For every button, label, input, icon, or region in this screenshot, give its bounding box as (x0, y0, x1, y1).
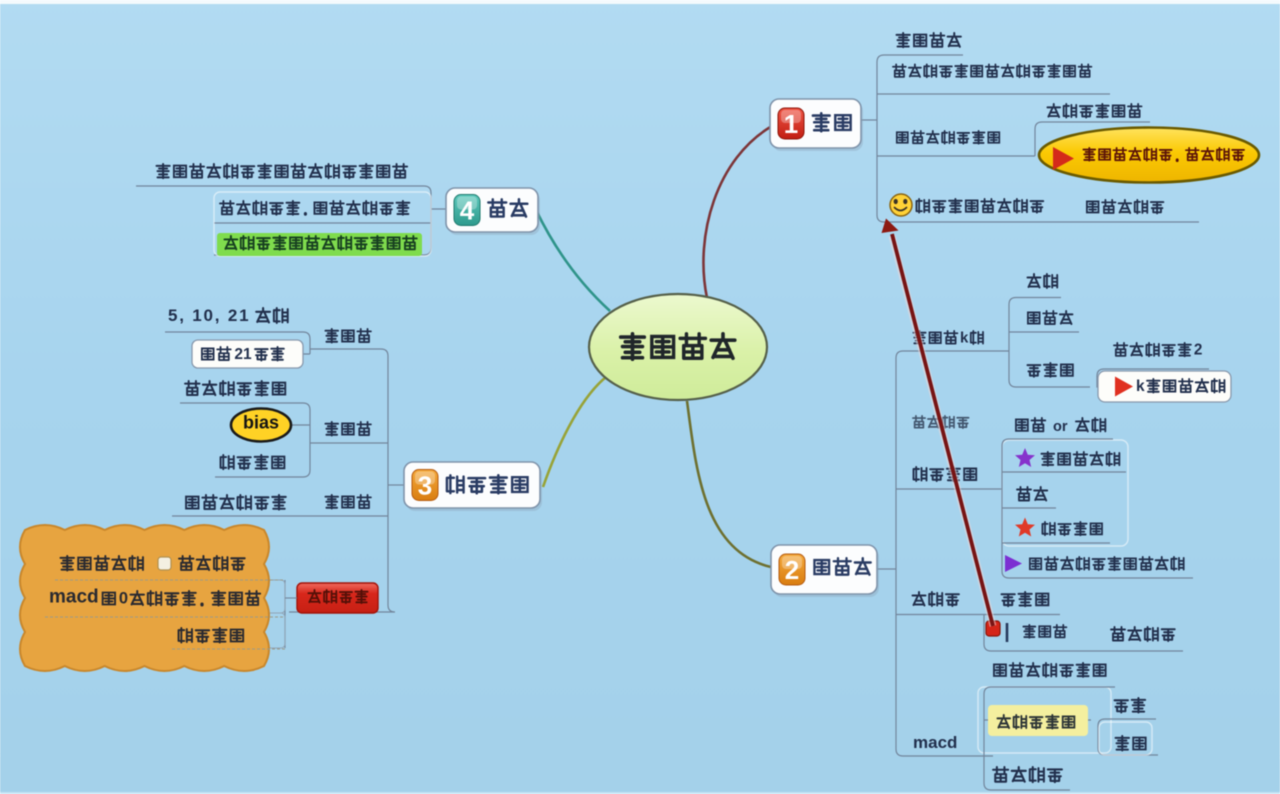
svg-text:macd: macd (913, 733, 957, 752)
svg-text:2: 2 (785, 555, 799, 585)
svg-text:bias: bias (243, 412, 279, 432)
svg-text:3: 3 (418, 470, 432, 500)
svg-text:macd: macd (49, 587, 99, 608)
svg-text:21: 21 (234, 346, 252, 363)
svg-text:4: 4 (460, 195, 475, 225)
svg-text:0: 0 (119, 590, 128, 608)
svg-text:or: or (1053, 419, 1068, 435)
svg-text:5, 10, 21: 5, 10, 21 (168, 306, 250, 325)
svg-text:k: k (1136, 378, 1145, 395)
svg-text:1: 1 (784, 109, 798, 139)
svg-text:2: 2 (1194, 342, 1203, 359)
svg-text:k: k (960, 329, 969, 346)
